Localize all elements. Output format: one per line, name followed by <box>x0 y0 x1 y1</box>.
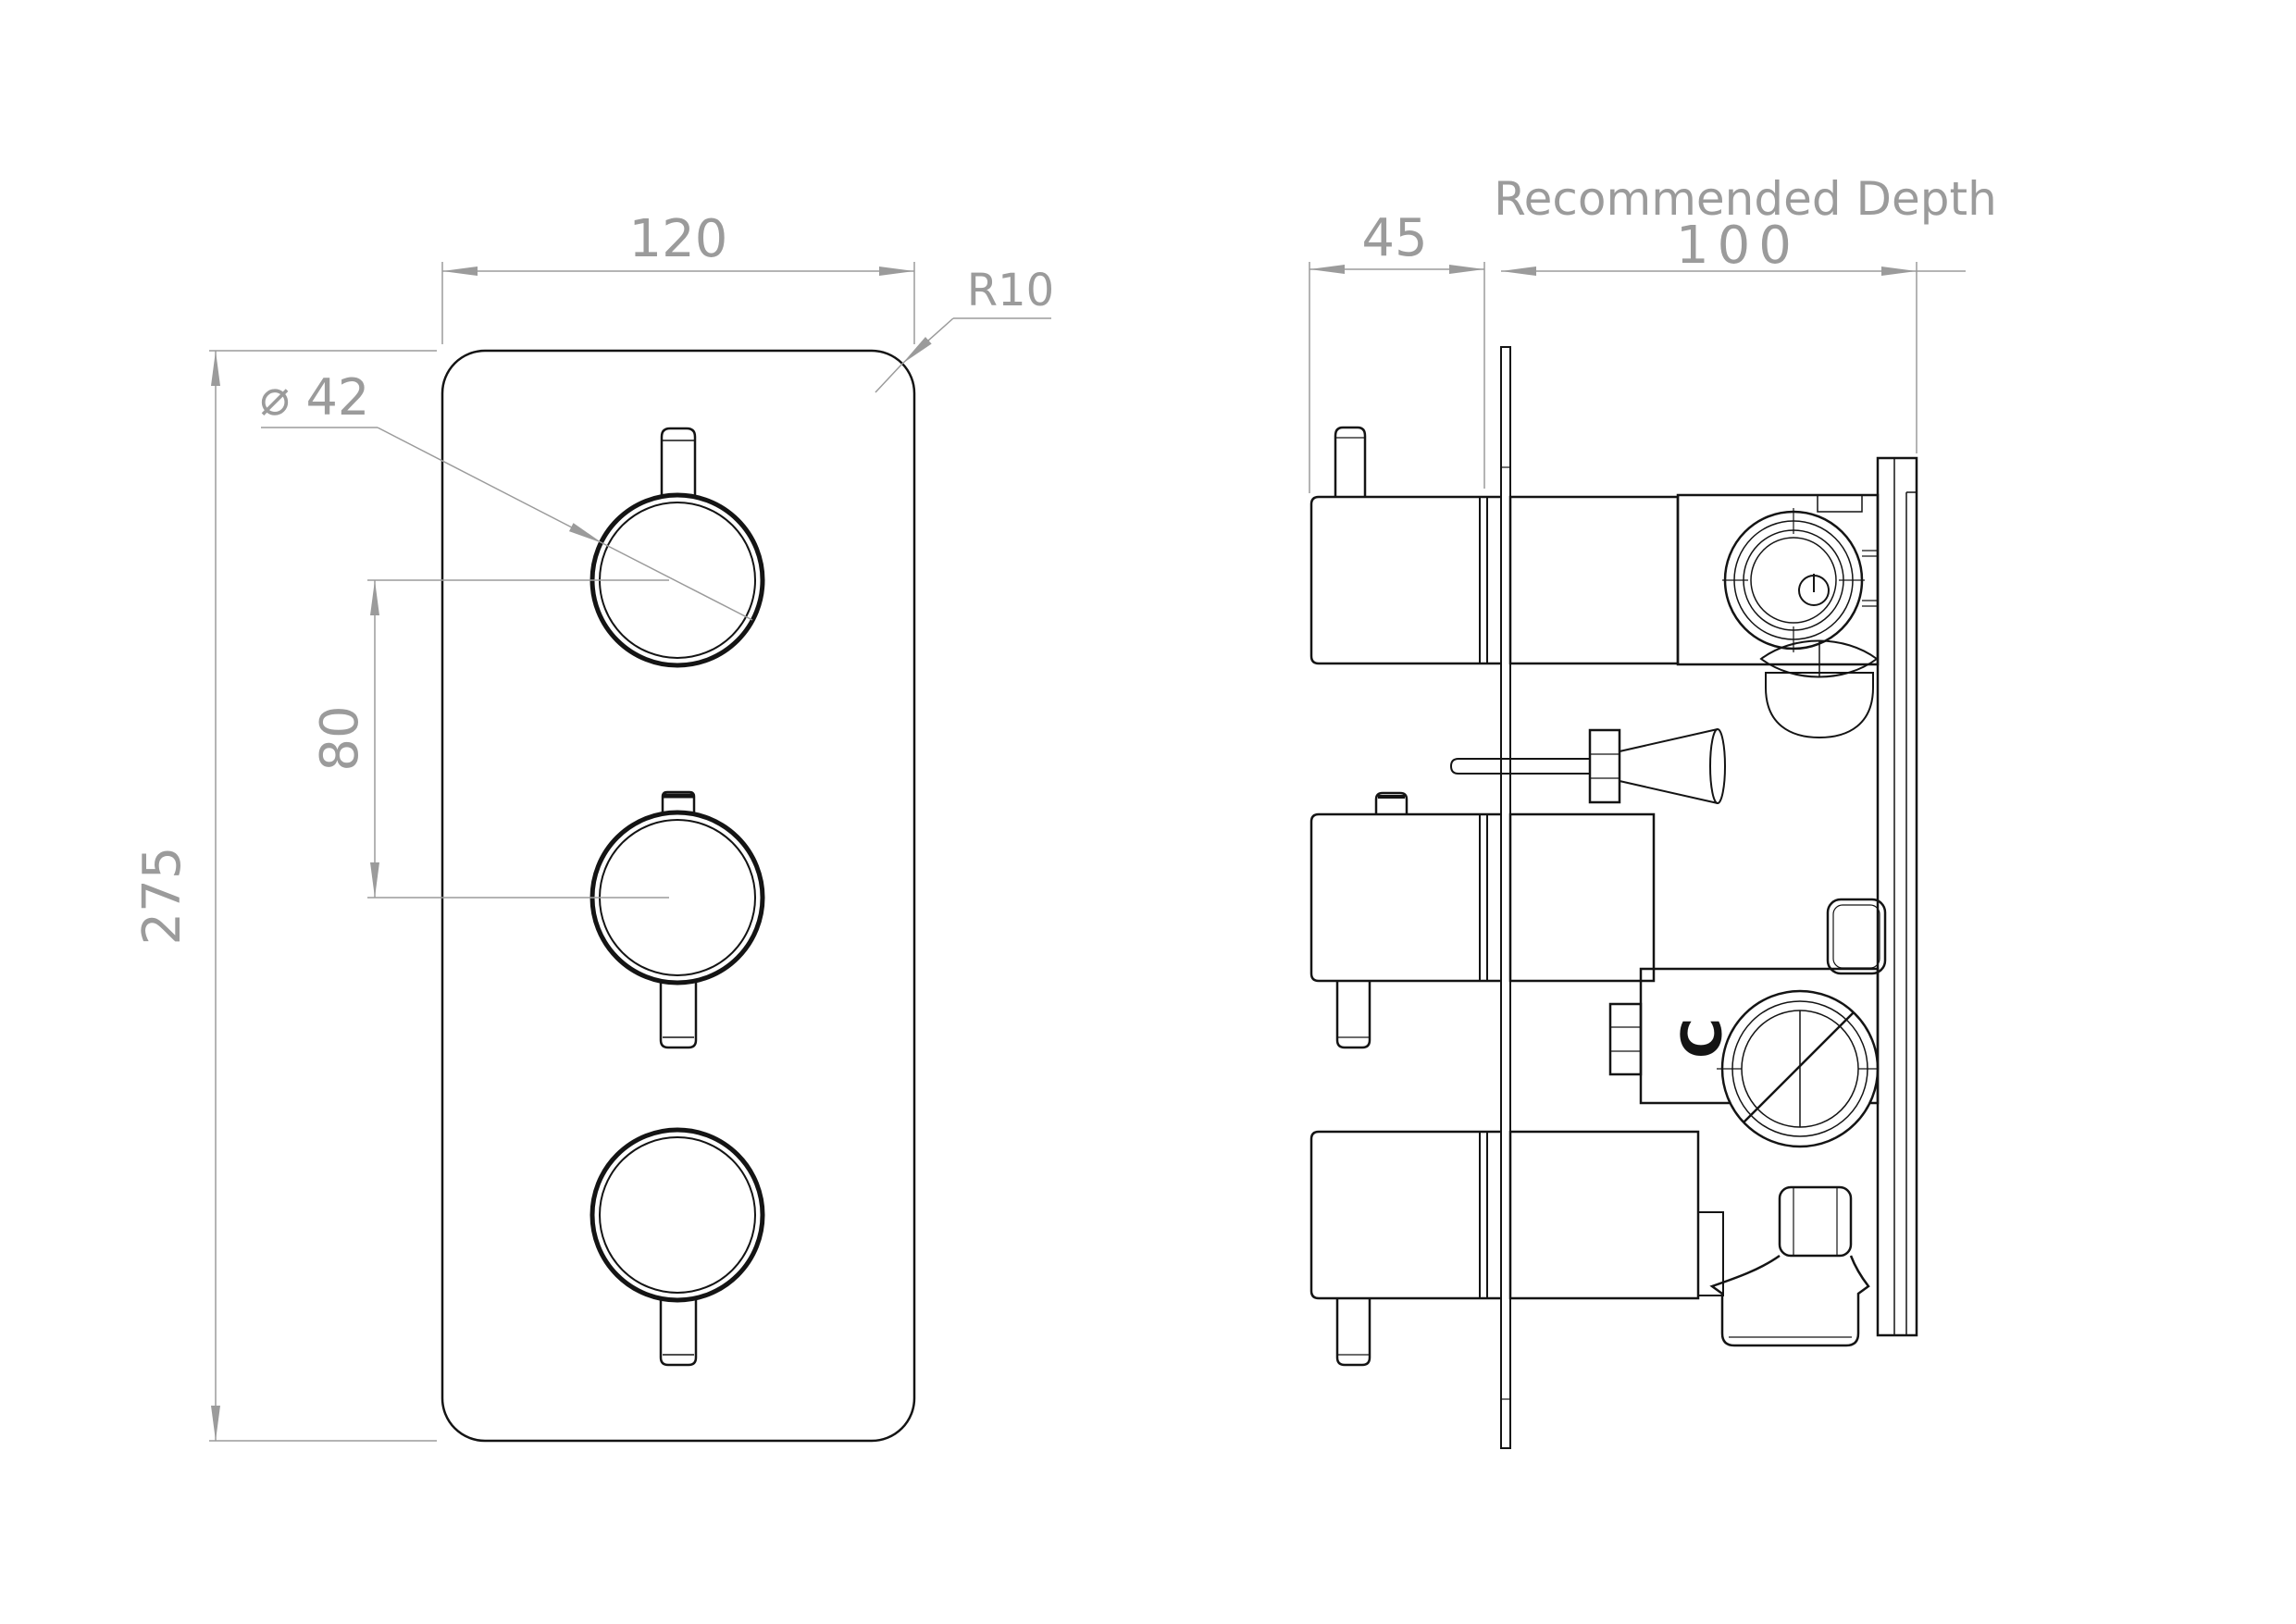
dim-handle-projection: 45 <box>1309 208 1484 274</box>
mid-port-outer <box>1826 898 1887 975</box>
knob-3-outer-ring <box>590 1127 765 1303</box>
side-view: C <box>1309 172 1997 1449</box>
dim-projection-text: 45 <box>1361 208 1427 268</box>
side-knob-3-body <box>1309 1130 1501 1300</box>
front-view: 120 275 80 ⌀ 42 <box>132 209 1054 1443</box>
dim-knob-diameter: ⌀ 42 <box>260 368 753 621</box>
dim-width: 120 <box>441 209 915 344</box>
side-knob-3-bottom-pin <box>1335 1298 1371 1367</box>
dim-spacing-text: 80 <box>310 705 370 771</box>
top-port <box>1722 508 1878 652</box>
dim-corner-radius: R10 <box>875 265 1054 393</box>
dim-depth-text: 100 <box>1676 216 1800 276</box>
front-dimensions: 120 275 80 ⌀ 42 <box>132 209 1054 1442</box>
trumpet-hex-nut <box>1588 728 1621 804</box>
mounting-bracket <box>1876 456 1918 1337</box>
knob-1-handle-stem <box>660 427 697 504</box>
leader-through-segment <box>602 542 753 621</box>
cartridge-3 <box>1508 1130 1700 1300</box>
dim-width-text: 120 <box>629 209 728 269</box>
cartridge-1 <box>1508 495 1680 665</box>
housing-top-notch <box>1817 495 1863 513</box>
trumpet-tube <box>1449 758 1590 775</box>
trumpet-mouth <box>1709 728 1726 804</box>
cold-hex-nut <box>1608 1002 1643 1076</box>
inlet-trumpet <box>1449 728 1726 804</box>
wall-plate <box>1500 346 1511 1449</box>
outlet-tube <box>1778 1185 1853 1258</box>
recommended-depth-label: Recommended Depth <box>1494 172 1997 226</box>
dim-knob-spacing: 80 <box>310 579 669 899</box>
side-knob-2-body <box>1309 812 1501 983</box>
leader-arrow-segment <box>901 317 954 365</box>
big-port-flap-line <box>1743 1011 1855 1123</box>
wall-plate-outline <box>1500 346 1511 1449</box>
cartridge-2 <box>1508 812 1656 983</box>
dim-recommended-depth: Recommended Depth 100 <box>1494 172 1997 276</box>
big-mid-port <box>1717 989 1880 1148</box>
dim-radius-text: R10 <box>967 265 1054 316</box>
bracket-outline <box>1876 456 1918 1337</box>
leader-through-segment <box>875 363 903 393</box>
side-knob-1-pin <box>1334 426 1367 497</box>
side-knob-1-body <box>1309 495 1501 665</box>
trumpet-flare <box>1619 728 1719 752</box>
dim-height-text: 275 <box>132 847 192 946</box>
side-knob-2-bottom-pin <box>1335 981 1371 1049</box>
port-ring-inner <box>1750 537 1837 624</box>
mid-port-inner <box>1832 904 1880 969</box>
knob-2-handle-lever <box>659 977 698 1049</box>
side-knob-2-top-pin <box>1374 791 1409 814</box>
bottom-step-block <box>1697 1211 1724 1296</box>
dim-height: 275 <box>132 350 437 1442</box>
bottom-outlet-elbow <box>1709 1254 1870 1347</box>
knob-3 <box>590 1127 765 1367</box>
leader-arrow-segment <box>377 427 603 544</box>
dim-diameter-text: ⌀ 42 <box>260 368 369 427</box>
cup-fitting <box>1765 672 1874 739</box>
knob-3-handle-lever <box>659 1295 698 1367</box>
concealed-valve-body: C <box>1449 493 1887 1347</box>
side-knob-bodies <box>1309 426 1501 1367</box>
trumpet-flare <box>1619 780 1719 804</box>
knob-3-inner-ring <box>599 1136 756 1294</box>
side-dimensions: 45 Recommended Depth 100 <box>1309 172 1997 493</box>
